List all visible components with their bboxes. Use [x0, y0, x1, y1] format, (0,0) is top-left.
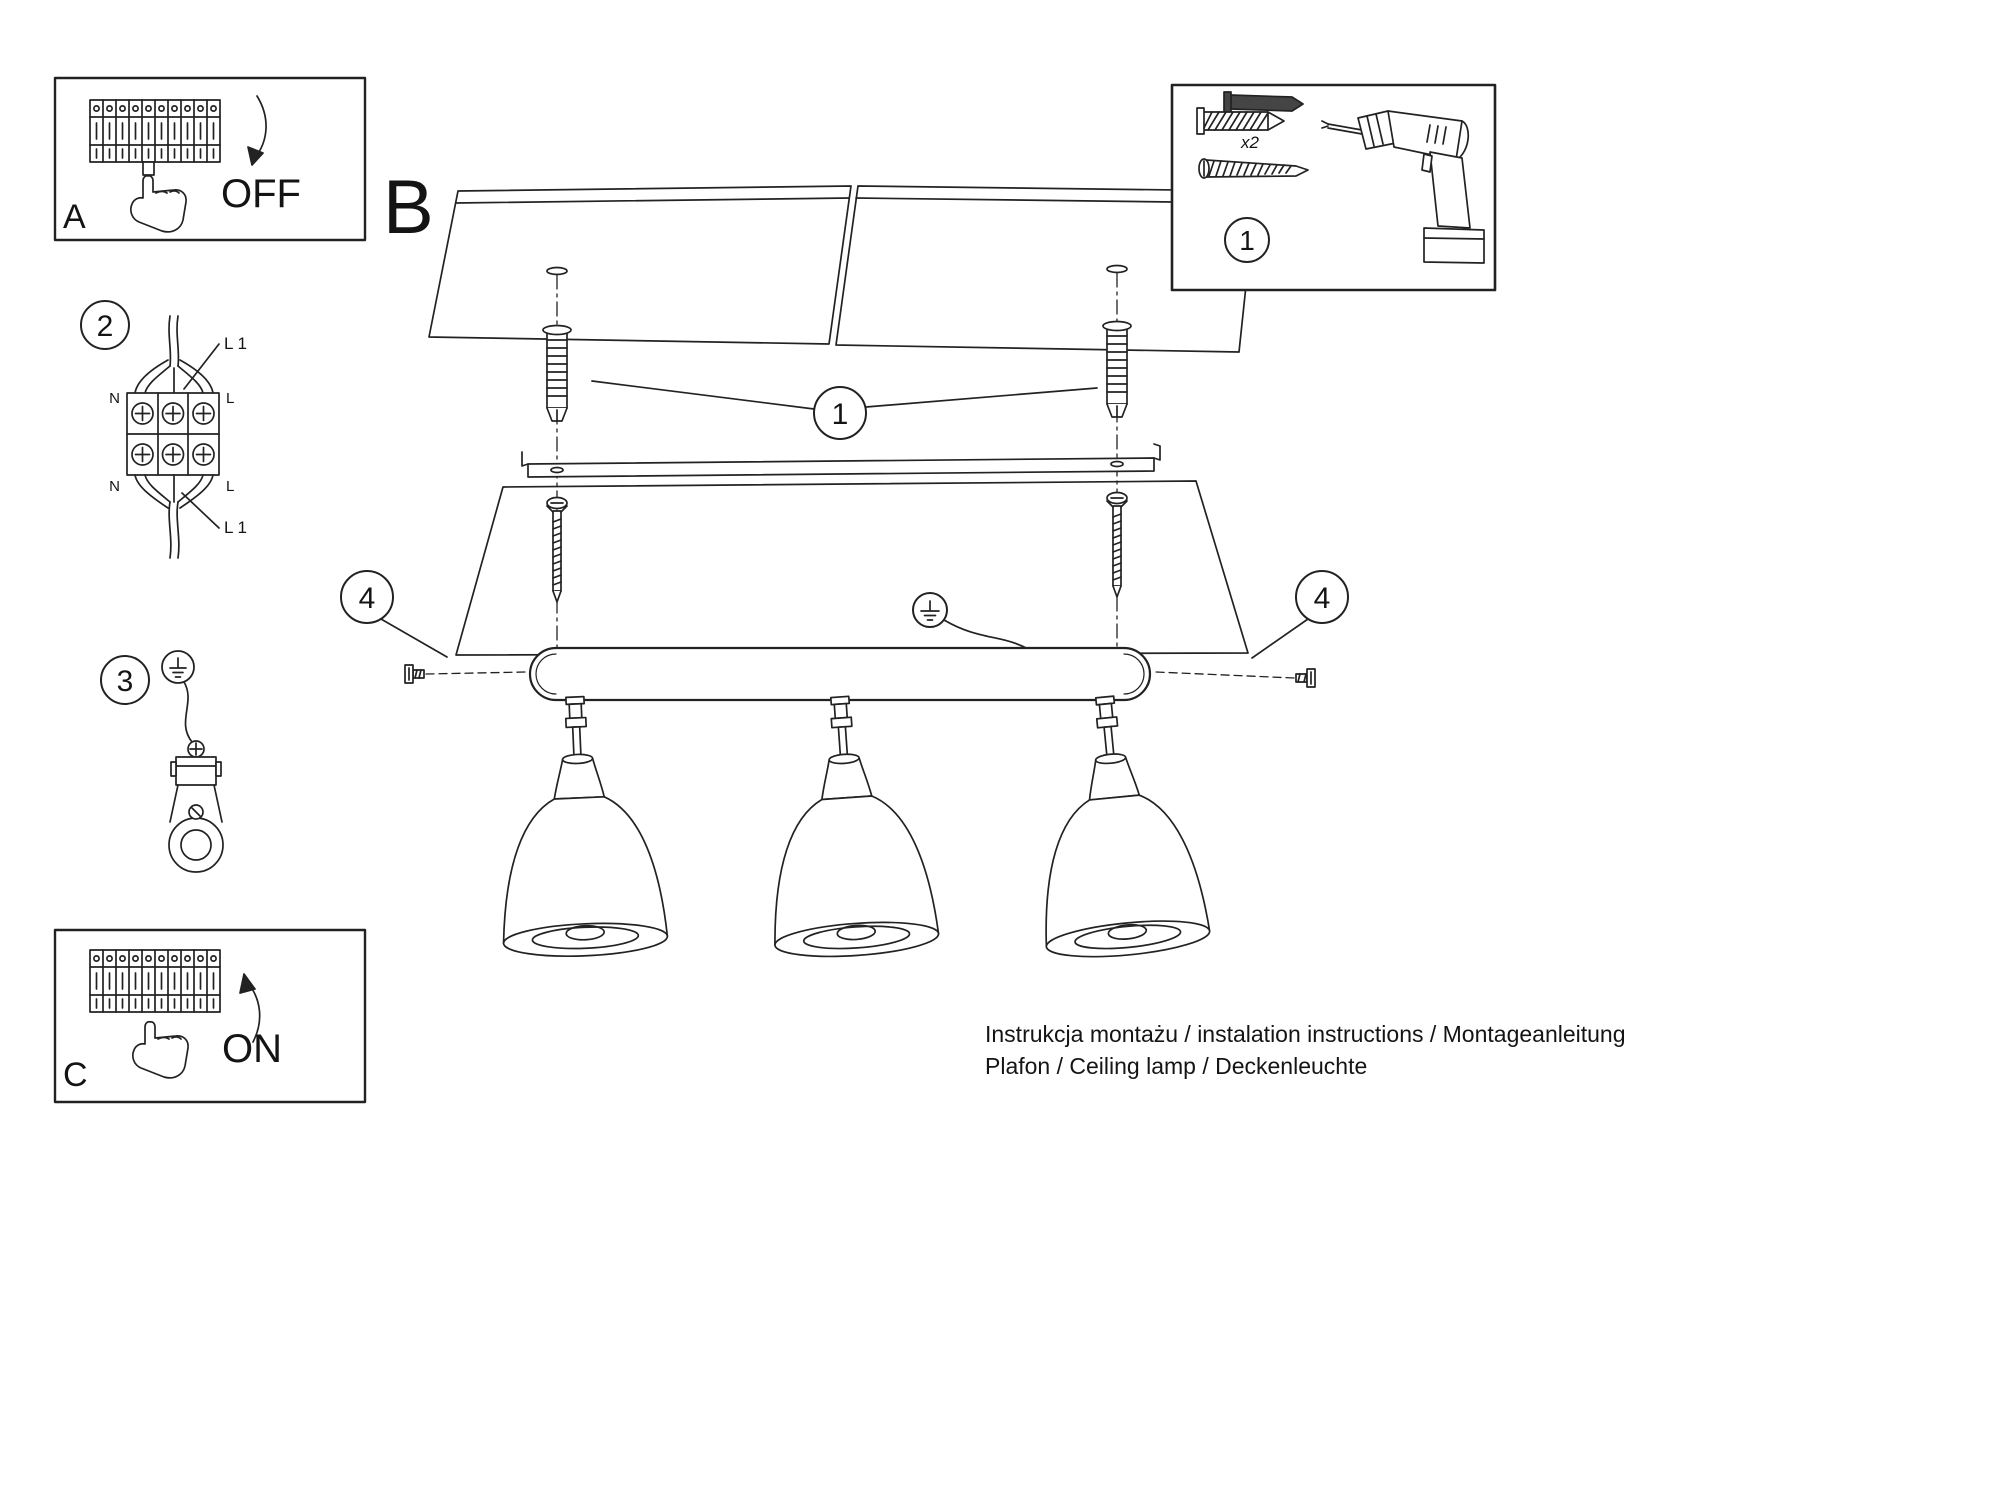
kit-box: [1170, 83, 1497, 292]
wire-label-n-bottom: N: [109, 478, 120, 495]
footer-product: Plafon / Ceiling lamp / Deckenleuchte: [985, 1053, 1367, 1079]
panel-c: [53, 928, 367, 1104]
arrow-up-icon: [239, 973, 261, 1043]
step-1-callout: [591, 380, 1098, 440]
step-2-number: 2: [97, 310, 114, 343]
wall-anchor-right: [1102, 320, 1132, 418]
wire-label-l-bottom: L: [226, 478, 234, 495]
side-screw-right: [1155, 668, 1316, 688]
panel-a-label: A: [63, 198, 86, 236]
spotlight-3: [1022, 688, 1213, 964]
canopy-outline: [455, 480, 1249, 656]
wire-label-l-top: L: [226, 390, 234, 407]
step-4-callout-left: [340, 570, 448, 658]
mounting-screw-icon: [1198, 158, 1309, 179]
side-screw-left: [404, 664, 527, 684]
wire-label-n-top: N: [109, 390, 120, 407]
wiring-diagram: [80, 300, 220, 559]
footer-instructions: Instrukcja montażu / instalation instruc…: [985, 1021, 1626, 1047]
ground-symbol-main: [912, 592, 1031, 651]
spotlight-2: [757, 690, 941, 962]
mounting-bracket: [521, 443, 1161, 478]
step-4-number-left: 4: [359, 582, 376, 615]
ground-connection: [100, 650, 224, 873]
on-label: ON: [222, 1027, 282, 1071]
terminal-block: [126, 392, 220, 476]
step-4-callout-right: [1251, 570, 1349, 659]
arrow-down-icon: [247, 95, 267, 166]
drill-icon: [1321, 110, 1485, 264]
section-b-label: B: [383, 165, 434, 250]
step-1-number-kit: 1: [1239, 225, 1255, 256]
step-3-number: 3: [117, 665, 134, 698]
l1-bottom-leader: [181, 492, 220, 529]
ceiling-panels: [428, 185, 1257, 353]
ground-clamp-illustration: [168, 740, 224, 873]
breaker-on-illustration: [89, 949, 221, 1013]
spotlight-1: [492, 692, 669, 961]
step-4-number-right: 4: [1314, 582, 1331, 615]
mounting-screw-right: [1106, 491, 1128, 598]
plug-count-label: x2: [1240, 133, 1260, 152]
mounting-screw-left: [546, 496, 568, 603]
step-3-badge: [100, 655, 150, 705]
l1-top-leader: [183, 343, 220, 390]
ceiling-lamp-bar: [528, 646, 1152, 702]
panel-a: [53, 76, 367, 242]
panel-c-label: C: [63, 1056, 88, 1094]
wire-label-l1-top: L 1: [224, 334, 247, 353]
ground-symbol-icon: [161, 650, 195, 684]
step-1-number-main: 1: [832, 398, 849, 431]
step-1-badge-kit: [1224, 217, 1270, 263]
step-2-badge: [80, 300, 130, 350]
wall-anchor-left: [542, 324, 572, 422]
wire-label-l1-bottom: L 1: [224, 518, 247, 537]
off-label: OFF: [221, 172, 301, 216]
wall-plug-icon: [1196, 91, 1304, 135]
